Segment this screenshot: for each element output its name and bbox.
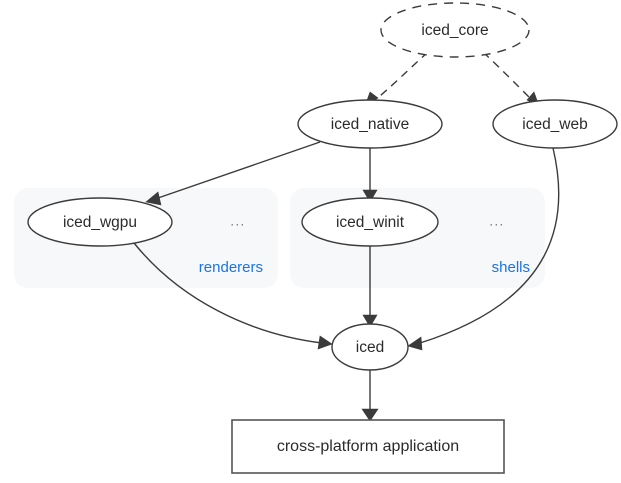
edge-iced-to-application: [361, 370, 379, 422]
node-iced-wgpu-label: iced_wgpu: [63, 214, 137, 231]
cluster-shells-label: shells: [492, 259, 530, 276]
node-application-shape[interactable]: [231, 419, 505, 474]
edge-native-to-wgpu: [145, 141, 321, 206]
edge-iced-to-application-arrowhead: [361, 408, 379, 422]
renderers-more-ellipsis: ...: [230, 213, 245, 228]
node-iced-label: iced: [356, 339, 384, 356]
node-iced-winit-shape[interactable]: [301, 197, 439, 247]
edge-core-to-native: [364, 51, 429, 107]
edge-web-to-iced-arrowhead: [407, 336, 423, 351]
edge-winit-to-iced: [362, 246, 378, 328]
node-iced-web-label: iced_web: [522, 116, 588, 133]
node-iced-wgpu[interactable]: iced_wgpu: [27, 197, 173, 247]
node-iced-core-shape[interactable]: [380, 2, 530, 58]
edge-web-to-iced-line: [419, 147, 560, 344]
node-iced-core-label: iced_core: [421, 22, 488, 39]
edge-wgpu-to-iced-arrowhead: [317, 335, 333, 350]
edge-web-to-iced: [407, 147, 560, 351]
edge-native-to-wgpu-line: [157, 141, 321, 199]
node-iced[interactable]: iced: [331, 323, 409, 371]
edge-native-to-winit-arrowhead: [362, 189, 378, 203]
edge-winit-to-iced-arrowhead: [362, 314, 378, 328]
node-iced-shape[interactable]: [331, 323, 409, 371]
edge-core-to-native-line: [374, 51, 429, 101]
edge-native-to-winit: [362, 148, 378, 203]
node-iced-web[interactable]: iced_web: [492, 99, 618, 149]
node-iced-core[interactable]: iced_core: [380, 2, 530, 58]
edge-core-to-web-line: [482, 51, 531, 99]
edge-native-to-wgpu-arrowhead: [145, 191, 162, 206]
node-iced-web-shape[interactable]: [492, 99, 618, 149]
node-application-label: cross-platform application: [277, 438, 459, 455]
node-iced-native[interactable]: iced_native: [297, 99, 443, 149]
node-iced-native-shape[interactable]: [297, 99, 443, 149]
node-iced-wgpu-shape[interactable]: [27, 197, 173, 247]
node-iced-native-label: iced_native: [331, 116, 409, 133]
cluster-renderers-label: renderers: [199, 259, 263, 276]
edge-wgpu-to-iced-line: [133, 242, 323, 344]
node-application[interactable]: cross-platform application: [231, 419, 505, 474]
node-iced-winit[interactable]: iced_winit: [301, 197, 439, 247]
edge-wgpu-to-iced: [133, 242, 333, 350]
edge-core-to-web: [482, 51, 540, 107]
node-iced-winit-label: iced_winit: [336, 214, 405, 231]
shells-more-ellipsis: ...: [489, 213, 504, 228]
